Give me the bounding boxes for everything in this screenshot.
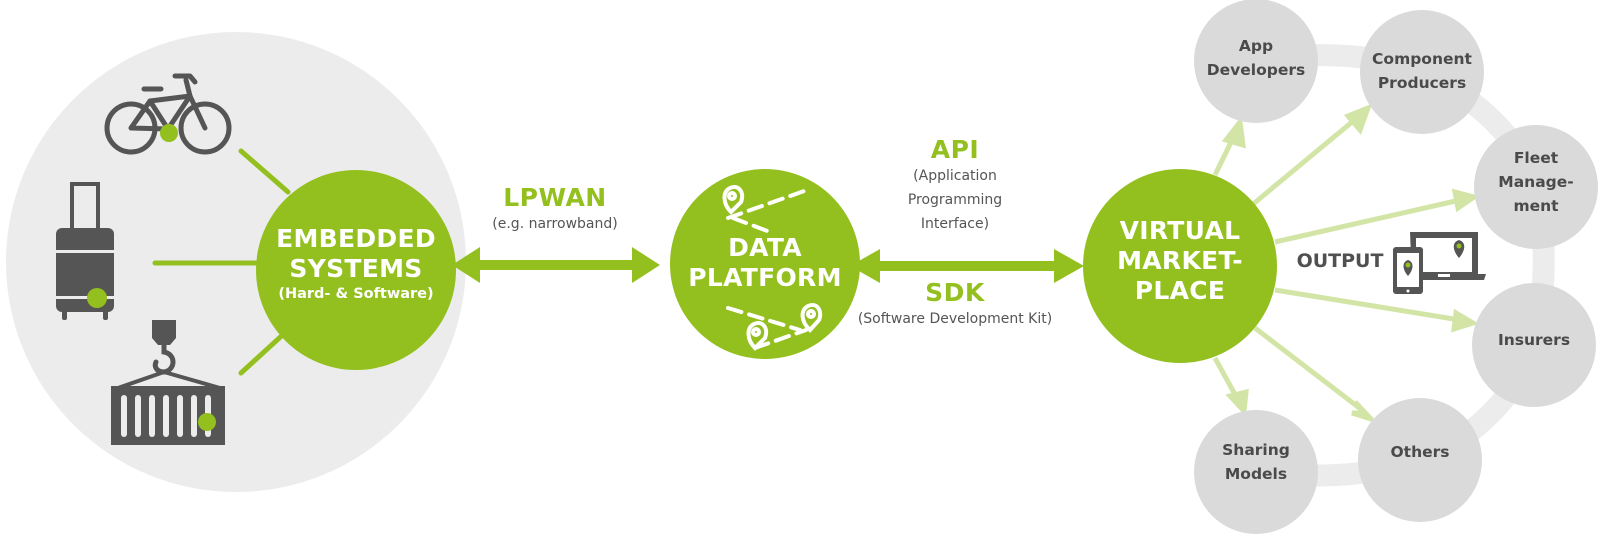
stakeholder-circle-app-developers	[1194, 0, 1318, 123]
sdk-label: SDK (Software Development Kit)	[858, 278, 1052, 331]
stakeholder-label-line: Manage-	[1498, 173, 1574, 191]
virtual-marketplace-label: VIRTUAL MARKET- PLACE	[1117, 216, 1243, 306]
marketplace-line3: PLACE	[1134, 276, 1226, 305]
stakeholder-component-producers: Component Producers	[1372, 47, 1472, 95]
stakeholder-label-line: Fleet	[1513, 149, 1559, 167]
marketplace-line2: MARKET-	[1117, 246, 1243, 275]
stakeholder-label-line: Component	[1372, 50, 1472, 68]
suitcase-icon	[56, 182, 114, 320]
stakeholder-circles	[1194, 0, 1598, 534]
stakeholder-app-developers: App Developers	[1207, 34, 1305, 82]
arrow-to-component-producers	[1250, 115, 1360, 207]
api-subtitle-line3: Interface)	[920, 216, 990, 232]
output-label: OUTPUT	[1296, 250, 1384, 272]
stakeholder-circle-component-producers	[1360, 10, 1484, 134]
stakeholder-label-line: Sharing	[1222, 441, 1290, 459]
stakeholder-label-line: ment	[1513, 197, 1559, 215]
embedded-title-line2: SYSTEMS	[289, 254, 423, 283]
api-label: API (Application Programming Interface)	[908, 135, 1002, 236]
stakeholder-circle-others	[1358, 398, 1482, 522]
stakeholder-arrows	[1212, 103, 1480, 425]
lpwan-double-arrow	[452, 247, 660, 283]
route-pins-icon	[722, 185, 823, 351]
stakeholder-fleet-management: Fleet Manage- ment	[1498, 146, 1573, 218]
api-subtitle-line1: (Application	[913, 168, 997, 184]
api-sdk-double-arrow	[850, 249, 1084, 283]
stakeholder-sharing-models: Sharing Models	[1222, 438, 1290, 486]
embedded-systems-node	[256, 170, 456, 370]
stakeholder-label-line: Models	[1224, 465, 1288, 483]
embedded-title-line1: EMBEDDED	[276, 224, 436, 253]
stakeholder-label-line: Others	[1390, 443, 1450, 461]
sdk-subtitle: (Software Development Kit)	[857, 311, 1053, 327]
stakeholder-label-line: App	[1238, 37, 1274, 55]
sdk-title: SDK	[925, 278, 985, 307]
bicycle-icon	[104, 73, 232, 155]
stakeholder-label-line: Producers	[1377, 74, 1467, 92]
connector-bicycle	[238, 148, 291, 195]
container-crane-icon	[111, 320, 225, 445]
arrow-to-fleet-management	[1274, 197, 1461, 245]
device-connectors	[152, 148, 291, 376]
stakeholder-insurers: Insurers	[1498, 328, 1570, 352]
marketplace-line1: VIRTUAL	[1119, 216, 1241, 245]
stakeholder-circle-sharing-models	[1194, 410, 1318, 534]
embedded-subtitle: (Hard- & Software)	[278, 286, 434, 302]
api-title: API	[930, 135, 980, 164]
arrow-to-insurers	[1274, 287, 1461, 323]
stakeholder-label-line: Developers	[1206, 61, 1306, 79]
devices-location-icon	[1393, 232, 1486, 294]
virtual-marketplace-node	[1083, 169, 1277, 363]
lpwan-subtitle: (e.g. narrowband)	[492, 216, 618, 232]
stakeholder-others: Others	[1390, 440, 1449, 464]
stakeholder-circle-fleet-management	[1474, 125, 1598, 249]
stakeholder-circle-insurers	[1472, 283, 1596, 407]
data-platform-label: DATA PLATFORM	[688, 233, 842, 293]
api-subtitle-line2: Programming	[907, 192, 1003, 208]
arrow-to-others	[1253, 326, 1364, 412]
lpwan-label: LPWAN (e.g. narrowband)	[492, 183, 617, 236]
data-platform-line1: DATA	[728, 233, 802, 262]
stakeholder-label-line: Insurers	[1497, 331, 1571, 349]
data-platform-line2: PLATFORM	[688, 263, 842, 292]
embedded-systems-label: EMBEDDED SYSTEMS (Hard- & Software)	[276, 224, 436, 304]
connector-container	[238, 327, 291, 376]
lpwan-title: LPWAN	[503, 183, 607, 212]
